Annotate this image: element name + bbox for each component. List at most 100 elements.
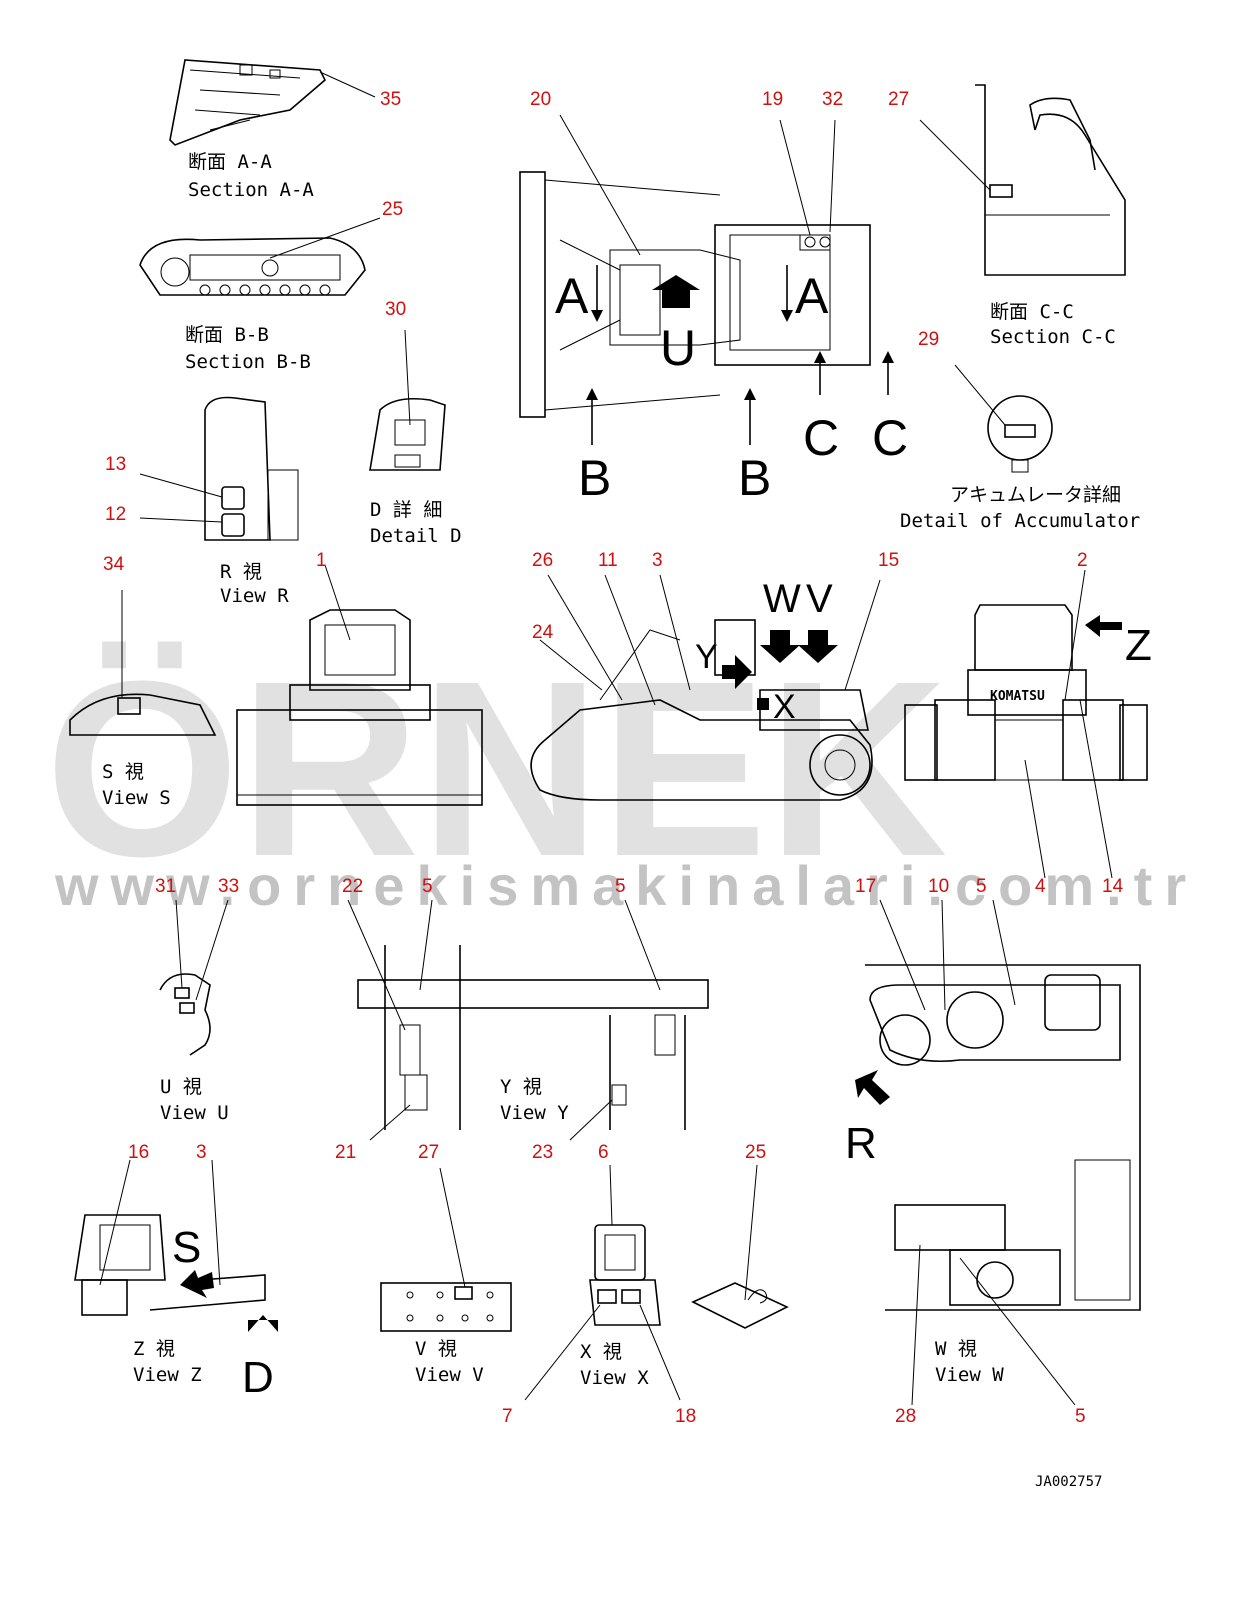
- callout-24: 26: [532, 550, 553, 571]
- callout-1: 1: [316, 550, 327, 571]
- view-z-drawing: [74, 1159, 278, 1332]
- callout-17: 19: [762, 89, 783, 110]
- callout-5-w-bottom: 5: [1075, 1406, 1086, 1427]
- detail-d-jp-label: D 詳 細: [370, 499, 442, 521]
- side-view-drawing: [530, 574, 881, 801]
- callout-31: 33: [218, 876, 239, 897]
- callout-14: 16: [128, 1142, 149, 1163]
- section-cc-en-label: Section C-C: [990, 326, 1116, 348]
- callout-21: 22: [342, 876, 363, 897]
- detail-d-drawing: [369, 329, 446, 471]
- view-s-jp-label: S 視: [102, 761, 144, 783]
- watermark-url: www.ornekismakinalari.com.tr: [54, 854, 1198, 917]
- plan-label-b-right: B: [738, 450, 771, 506]
- view-z-en-label: View Z: [133, 1364, 202, 1386]
- callout-18: 20: [530, 89, 551, 110]
- callout-8: 10: [928, 876, 949, 897]
- view-u-drawing: [159, 899, 229, 1056]
- plan-label-c-left: C: [803, 410, 839, 466]
- view-v-drawing: [380, 1167, 512, 1332]
- accumulator-jp-label: アキュムレータ詳細: [950, 484, 1121, 506]
- section-cc-drawing: [919, 84, 1126, 276]
- callout-7: 7: [502, 1406, 513, 1427]
- callout-5-y-right: 5: [615, 876, 626, 897]
- front-view-drawing: [236, 564, 483, 806]
- view-u-en-label: View U: [160, 1102, 229, 1124]
- plan-label-c-right: C: [872, 410, 908, 466]
- callout-3-z: 3: [196, 1142, 207, 1163]
- callout-27-text: 27: [418, 1142, 439, 1163]
- callout-5-y-left: 5: [422, 876, 433, 897]
- plan-label-a-left: A: [555, 268, 589, 324]
- view-v-en-label: View V: [415, 1364, 484, 1386]
- view-s-en-label: View S: [102, 787, 171, 809]
- view-x-jp-label: X 視: [580, 1341, 622, 1363]
- view-y-en-label: View Y: [500, 1102, 569, 1124]
- callout-25-text: 25: [745, 1142, 766, 1163]
- section-aa-jp-label: 断面 A-A: [188, 151, 272, 173]
- callout-11: 13: [105, 454, 126, 475]
- callout-34: 34: [103, 554, 125, 575]
- view-r-drawing: [139, 396, 299, 541]
- w-label-r: R: [845, 1119, 877, 1168]
- section-aa-drawing: [169, 59, 376, 146]
- callout-12: 14: [1102, 876, 1124, 897]
- callout-10: 12: [105, 504, 126, 525]
- callout-13: 15: [878, 550, 899, 571]
- callout-20: 25: [382, 199, 403, 220]
- rear-label-z: Z: [1125, 621, 1152, 670]
- callout-29: 31: [155, 876, 176, 897]
- z-label-s: S: [172, 1223, 201, 1272]
- callout-4: 4: [1035, 876, 1046, 897]
- view-r-en-label: View R: [220, 585, 289, 607]
- view-r-jp-label: R 視: [220, 561, 262, 583]
- callout-15: 17: [855, 876, 876, 897]
- callout-9: 11: [598, 550, 618, 571]
- view-y-drawing: [347, 899, 709, 1141]
- callout-22: 23: [532, 1142, 553, 1163]
- section-cc-jp-label: 断面 C-C: [990, 301, 1074, 323]
- callout-19: 21: [335, 1142, 356, 1163]
- view-x-drawing: [524, 1164, 681, 1401]
- plan-view-drawing: [519, 114, 894, 445]
- section-aa-en-label: Section A-A: [188, 179, 314, 201]
- callout-2: 2: [1077, 550, 1088, 571]
- callout-3-side: 3: [652, 550, 663, 571]
- plan-label-a-right: A: [795, 268, 829, 324]
- view-w-jp-label: W 視: [935, 1338, 977, 1360]
- plan-label-u: U: [660, 320, 696, 376]
- view-w-en-label: View W: [935, 1364, 1004, 1386]
- view-z-jp-label: Z 視: [133, 1338, 175, 1360]
- accumulator-en-label: Detail of Accumulator: [900, 510, 1140, 532]
- view-x-en-label: View X: [580, 1367, 649, 1389]
- view-u-jp-label: U 視: [160, 1076, 202, 1098]
- side-label-v: V: [806, 577, 833, 621]
- callout-33: 28: [895, 1406, 916, 1427]
- view-s-drawing: [69, 590, 217, 736]
- callout-6: 6: [598, 1142, 609, 1163]
- accumulator-drawing: [954, 364, 1053, 473]
- section-bb-drawing: [139, 217, 381, 296]
- callout-5-w-top: 5: [976, 876, 987, 897]
- plan-label-b-left: B: [578, 450, 611, 506]
- side-label-x: X: [773, 688, 796, 726]
- view-v-jp-label: V 視: [415, 1338, 457, 1360]
- callout-30: 35: [380, 89, 401, 110]
- side-label-w: W: [763, 577, 801, 621]
- item-25-drawing: [691, 1164, 789, 1329]
- watermark: ÖRNEK www.ornekismakinalari.com.tr: [45, 629, 1198, 917]
- view-w-drawing: [855, 899, 1141, 1406]
- callout-32: 32: [822, 89, 843, 110]
- rear-view-drawing: KOMATSU: [904, 569, 1148, 879]
- watermark-brand: ÖRNEK: [45, 629, 948, 908]
- drawing-code: JA002757: [1035, 1474, 1102, 1490]
- callout-26: 27: [888, 89, 909, 110]
- side-label-y: Y: [695, 638, 718, 676]
- detail-d-en-label: Detail D: [370, 525, 462, 547]
- callout-16: 18: [675, 1406, 696, 1427]
- section-bb-en-label: Section B-B: [185, 351, 311, 373]
- callout-35: 30: [385, 299, 406, 320]
- callout-23: 24: [532, 622, 554, 643]
